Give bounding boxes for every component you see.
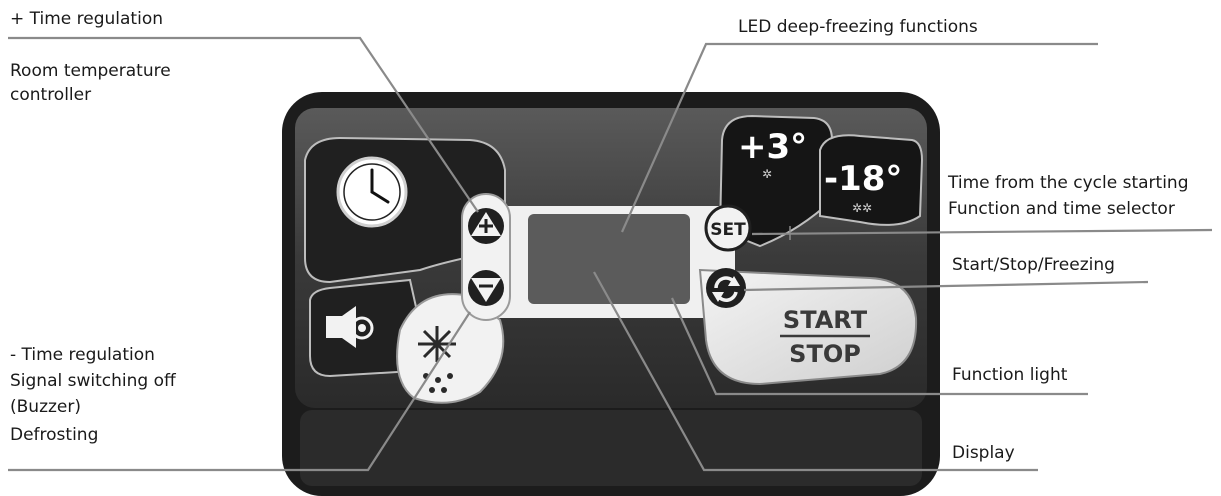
minus18-label: -18° (824, 159, 902, 199)
clock-icon (338, 158, 406, 226)
label-plus-time: + Time regulation (10, 9, 163, 29)
label-display: Display (952, 443, 1015, 463)
snowflake-icon: ✲ (762, 167, 772, 181)
label-signal-off: Signal switching off (10, 371, 177, 391)
label-function-light: Function light (952, 365, 1068, 385)
set-label: SET (710, 220, 746, 240)
stop-label: STOP (789, 340, 861, 368)
plus3-label: +3° (738, 127, 807, 167)
label-led-deep-freezing: LED deep-freezing functions (738, 17, 978, 37)
label-defrosting: Defrosting (10, 425, 98, 445)
refresh-button[interactable] (706, 268, 746, 308)
panel-bottom-band (300, 410, 922, 486)
set-button[interactable]: SET (706, 206, 750, 250)
start-label: START (783, 306, 868, 334)
label-function-time-selector: Function and time selector (948, 199, 1175, 219)
display (528, 214, 690, 304)
label-time-from-cycle: Time from the cycle starting (947, 173, 1189, 193)
label-buzzer: (Buzzer) (10, 397, 81, 417)
label-room-temp-2: controller (10, 85, 91, 105)
minus-button[interactable] (468, 270, 504, 306)
label-room-temp-1: Room temperature (10, 61, 171, 81)
plus-button[interactable] (468, 208, 504, 244)
snowflake-icon: ✲✲ (852, 201, 872, 215)
label-minus-time: - Time regulation (10, 345, 155, 365)
label-start-stop-freezing: Start/Stop/Freezing (952, 255, 1115, 275)
